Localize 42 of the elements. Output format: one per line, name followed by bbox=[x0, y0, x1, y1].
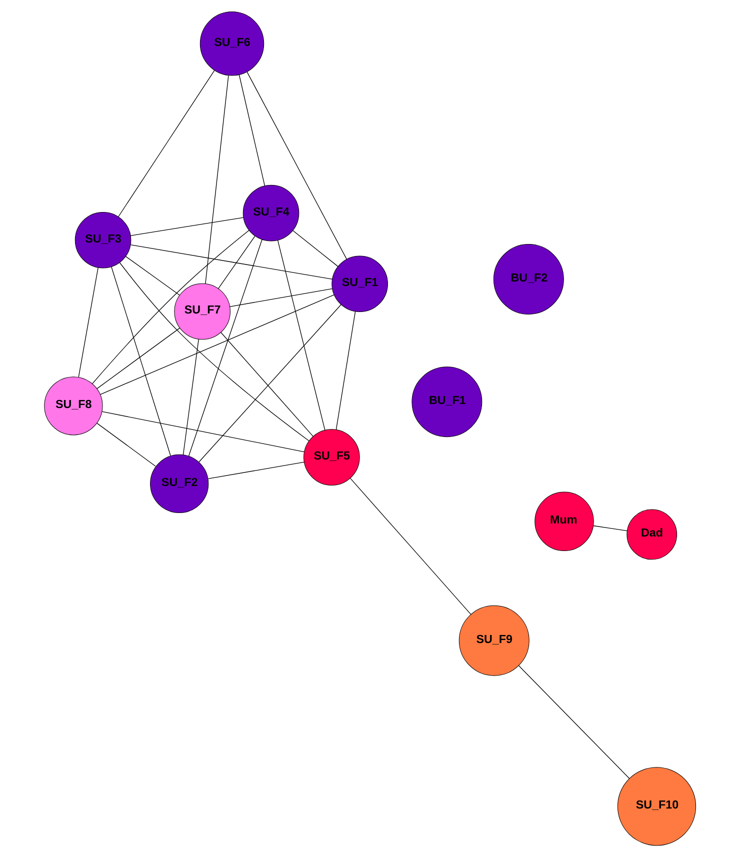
connector bbox=[228, 288, 332, 307]
node-circle: SU_F4 bbox=[242, 184, 299, 242]
connector bbox=[117, 70, 214, 218]
connector bbox=[124, 256, 180, 296]
connector bbox=[246, 72, 347, 260]
connector bbox=[217, 236, 255, 289]
connector bbox=[276, 240, 325, 430]
node-circle: SU_F2 bbox=[150, 454, 208, 514]
connector bbox=[220, 332, 314, 437]
connector bbox=[204, 75, 228, 284]
connector bbox=[238, 74, 265, 186]
connector bbox=[92, 230, 249, 384]
connector bbox=[198, 304, 341, 462]
connector bbox=[110, 266, 170, 456]
connector bbox=[182, 338, 198, 456]
node-circle: SU_F1 bbox=[331, 256, 388, 312]
connector bbox=[349, 478, 471, 615]
node-circle: BU_F2 bbox=[492, 244, 564, 314]
connector bbox=[96, 328, 180, 390]
node-circle: Dad bbox=[626, 509, 677, 560]
node-circle: SU_F7 bbox=[174, 283, 230, 340]
node-circle: SU_F8 bbox=[44, 376, 102, 436]
connector bbox=[130, 217, 244, 236]
node-circle: SU_F6 bbox=[199, 12, 264, 76]
connector bbox=[518, 665, 630, 779]
connector bbox=[188, 239, 262, 456]
connector bbox=[592, 525, 628, 532]
node-circle: SU_F10 bbox=[616, 767, 696, 846]
connector bbox=[101, 411, 304, 452]
connector bbox=[96, 422, 156, 467]
connector bbox=[78, 267, 98, 378]
connector bbox=[335, 311, 356, 430]
node-circle: SU_F5 bbox=[303, 429, 360, 486]
node-circle: SU_F3 bbox=[74, 212, 131, 268]
node-circle: SU_F9 bbox=[458, 605, 529, 676]
connector bbox=[100, 294, 334, 395]
connector bbox=[292, 230, 338, 267]
connector bbox=[208, 462, 304, 480]
connector bbox=[130, 244, 332, 280]
connector bbox=[118, 262, 309, 442]
node-circle: BU_F1 bbox=[411, 366, 482, 438]
node-circle: Mum bbox=[534, 492, 594, 551]
